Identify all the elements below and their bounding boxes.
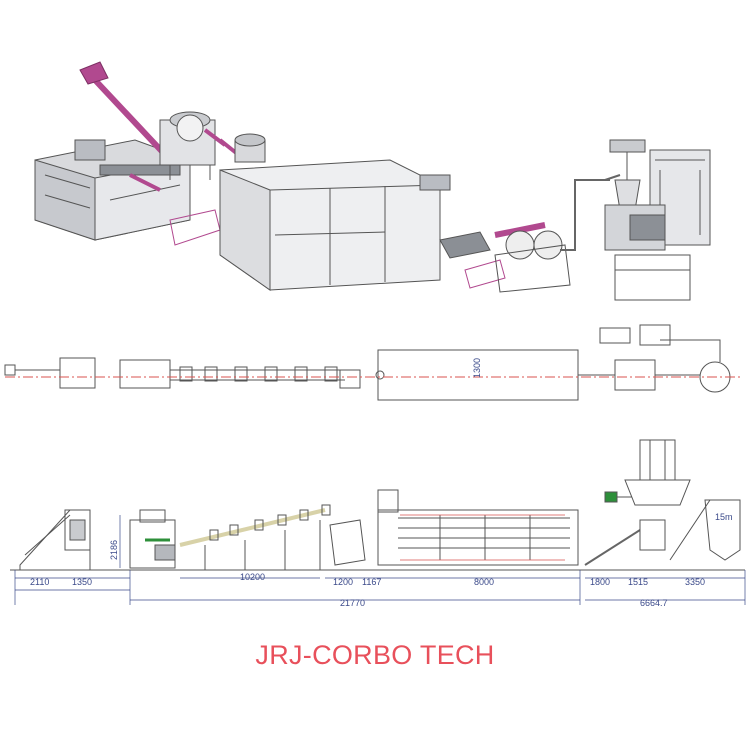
mill-machine xyxy=(604,204,691,301)
cyclone-separator xyxy=(609,139,646,211)
pneumatic-pipe xyxy=(560,174,621,251)
dim-1515: 1515 xyxy=(628,577,648,587)
elevation-hoppers xyxy=(209,504,331,541)
dim-2186: 2186 xyxy=(109,540,119,560)
isometric-view xyxy=(34,61,711,301)
screw-conveyor-1 xyxy=(79,61,173,192)
plan-view xyxy=(4,324,740,401)
mixer-drum xyxy=(159,111,216,180)
dim-1167: 1167 xyxy=(362,577,381,587)
cooling-conveyor xyxy=(494,222,571,293)
brand-title: JRJ-CORBO TECH xyxy=(255,640,495,670)
dim-10200: 10200 xyxy=(240,572,265,582)
dim-1200: 1200 xyxy=(333,577,353,587)
dim-8000: 8000 xyxy=(474,577,494,587)
dim-1350: 1350 xyxy=(72,577,92,587)
dimension-lines xyxy=(14,515,746,605)
plan-width-dim: 1300 xyxy=(472,358,482,378)
dryer-oven xyxy=(219,133,491,291)
elevation-view xyxy=(10,439,745,571)
dim-15m: 15m xyxy=(715,512,733,522)
plan-segments xyxy=(179,366,338,382)
dim-2110: 2110 xyxy=(30,577,49,587)
dim-3350: 3350 xyxy=(685,577,705,587)
extruder-machine xyxy=(34,139,191,241)
dim-6664: 6664.7 xyxy=(640,598,668,608)
dim-1800: 1800 xyxy=(590,577,610,587)
dryer-layers xyxy=(398,515,570,560)
dim-total-21770: 21770 xyxy=(340,598,365,608)
